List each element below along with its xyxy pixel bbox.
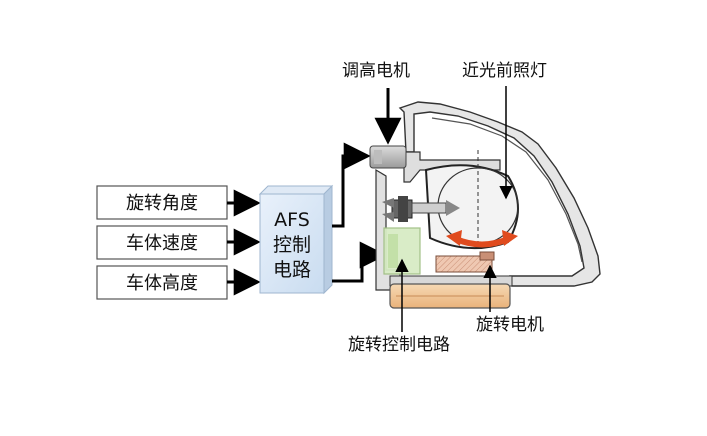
input-box-rotation-angle: 旋转角度 xyxy=(96,185,228,220)
input-label-vehicle-speed: 车体速度 xyxy=(126,233,198,254)
height-motor xyxy=(369,145,407,169)
arrow-controller-to-rotation-circuit xyxy=(332,241,387,283)
controller-label-line2: 控制 xyxy=(273,234,311,256)
afs-control-box: AFS 控制 电路 xyxy=(258,184,334,295)
input-box-vehicle-height: 车体高度 xyxy=(96,265,228,300)
input-label-rotation-angle: 旋转角度 xyxy=(126,193,198,214)
input-box-vehicle-speed: 车体速度 xyxy=(96,225,228,260)
base-housing xyxy=(389,283,511,309)
controller-label-line3: 电路 xyxy=(273,259,311,281)
arrow-controller-to-height-motor xyxy=(332,142,371,228)
rotation-direction-icon xyxy=(446,230,518,248)
callout-rotation-control: 旋转控制电路 xyxy=(348,335,450,355)
input-label-vehicle-height: 车体高度 xyxy=(126,273,198,294)
rotation-motor xyxy=(435,251,495,273)
controller-label-line1: AFS xyxy=(274,209,310,231)
callout-height-motor: 调高电机 xyxy=(342,61,410,81)
callout-low-beam: 近光前照灯 xyxy=(462,61,547,81)
callout-rotation-motor: 旋转电机 xyxy=(476,315,544,335)
